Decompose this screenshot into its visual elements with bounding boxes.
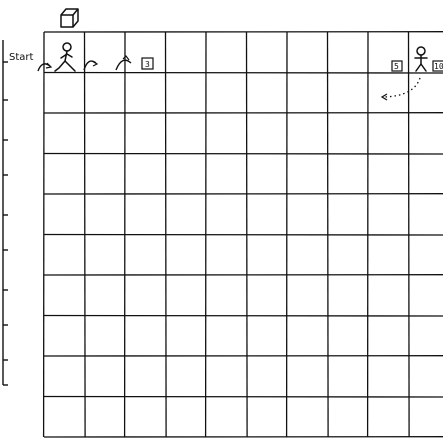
grid-horizontal-line	[44, 316, 443, 317]
start-label: Start	[9, 52, 34, 63]
svg-text:10: 10	[434, 62, 443, 71]
dotted-path	[384, 78, 420, 97]
badge-right-second: 10	[433, 61, 443, 71]
grid	[44, 32, 443, 437]
badge-near-start: 3	[142, 58, 153, 69]
cube-icon	[61, 9, 78, 27]
grid-horizontal-line	[44, 73, 443, 74]
grid-horizontal-line	[44, 397, 443, 398]
grid-horizontal-line	[44, 154, 443, 155]
hop-arrow-2	[116, 60, 131, 70]
svg-text:3: 3	[145, 60, 150, 69]
badge-right-first: 5	[392, 61, 402, 71]
grid-horizontal-line	[44, 235, 443, 236]
standing-figure-icon	[415, 47, 427, 71]
left-edge-bracket	[3, 40, 8, 385]
walking-figure-icon	[55, 43, 75, 71]
svg-text:5: 5	[394, 62, 399, 71]
